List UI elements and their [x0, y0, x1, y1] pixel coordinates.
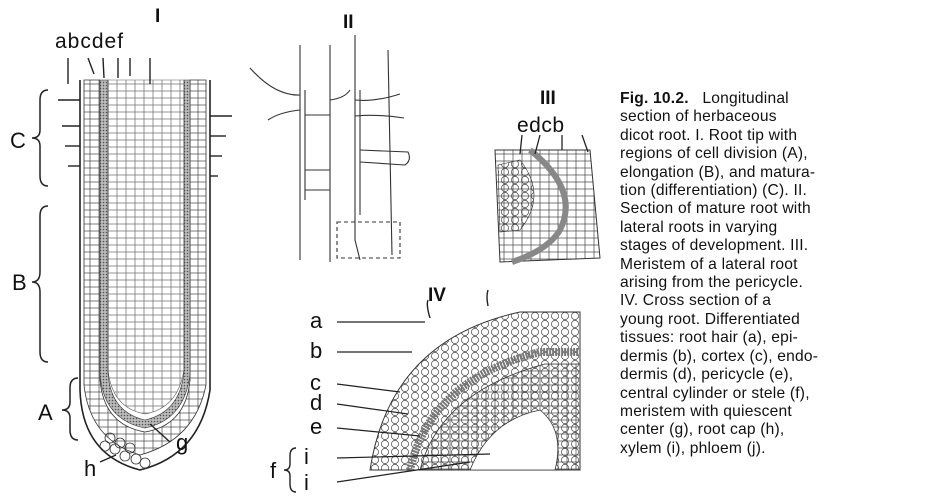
panel-3-lateral-meristem: [495, 135, 600, 262]
caption-text: Longitudinal: [702, 90, 789, 107]
caption-line: dermis (b), cortex (c), endo-: [620, 348, 932, 366]
caption-line: arising from the pericycle.: [620, 274, 932, 292]
caption-line: young root. Differentiated: [620, 311, 932, 329]
panel-1-root-tip: [32, 58, 232, 470]
caption-line: Meristem of a lateral root: [620, 256, 932, 274]
panel-1-title: I: [155, 6, 160, 28]
label-d: d: [310, 390, 322, 416]
caption-line: tion (differentiation) (C). II.: [620, 182, 932, 200]
caption-line: IV. Cross section of a: [620, 292, 932, 310]
caption-line: tissues: root hair (a), epi-: [620, 329, 932, 347]
label-e: e: [310, 414, 322, 440]
caption-line: Section of mature root with: [620, 200, 932, 218]
region-b-label: B: [12, 270, 27, 296]
figure-caption: Fig. 10.2. Longitudinal section of herba…: [620, 90, 932, 458]
caption-line: section of herbaceous: [620, 108, 932, 126]
panel-2-title: II: [343, 12, 354, 34]
panel-4-cross-section: [284, 290, 580, 492]
caption-line: dicot root. I. Root tip with: [620, 127, 932, 145]
panel-1-top-labels: abcdef: [55, 30, 124, 54]
caption-line: elongation (B), and matura-: [620, 164, 932, 182]
region-a-label: A: [38, 400, 53, 426]
label-a: a: [310, 308, 322, 334]
label-f: f: [270, 458, 276, 484]
caption-line: dermis (d), pericycle (e),: [620, 366, 932, 384]
caption-line: center (g), root cap (h),: [620, 421, 932, 439]
panel-4-title: IV: [428, 285, 446, 307]
panel-3-title: III: [540, 88, 556, 110]
label-h: h: [84, 456, 96, 482]
caption-line: Fig. 10.2. Longitudinal: [620, 90, 932, 108]
caption-line: central cylinder or stele (f),: [620, 385, 932, 403]
caption-line: meristem with quiescent: [620, 403, 932, 421]
caption-line: lateral roots in varying: [620, 219, 932, 237]
caption-line: regions of cell division (A),: [620, 145, 932, 163]
label-g: g: [176, 430, 188, 456]
panel-3-top-labels: edcb: [517, 114, 565, 138]
label-b: b: [310, 338, 322, 364]
region-c-label: C: [10, 128, 26, 154]
panel-2-mature-root: [250, 35, 409, 262]
figure-number: Fig. 10.2.: [620, 90, 689, 107]
label-i: i: [304, 444, 309, 470]
caption-line: xylem (i), phloem (j).: [620, 440, 932, 458]
caption-line: stages of development. III.: [620, 237, 932, 255]
label-j: i: [304, 470, 309, 496]
